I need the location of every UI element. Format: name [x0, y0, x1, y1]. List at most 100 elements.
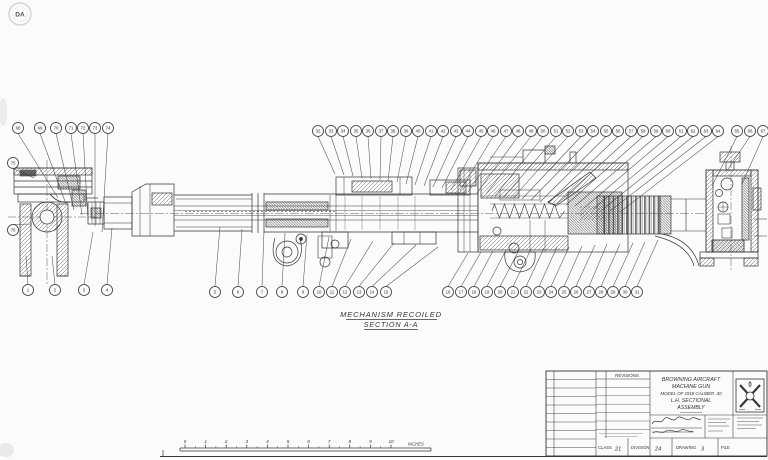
- title-line: MODEL OF 1918 CALIBER .30: [660, 391, 722, 396]
- ruler-number: 4: [266, 439, 269, 444]
- part-callout-number: 67: [761, 129, 766, 134]
- section-caption-line1: MECHANISM RECOILED: [340, 310, 442, 319]
- ruler-number: 5: [287, 439, 290, 444]
- callout-leader: [367, 136, 372, 180]
- part-callout-number: 72: [81, 126, 86, 131]
- part-callout-number: 14: [370, 290, 375, 295]
- part-callout-number: 9: [302, 290, 305, 295]
- part-callout-balloon: [558, 286, 570, 298]
- callout-leader: [636, 239, 659, 287]
- part-callout-number: 62: [691, 129, 696, 134]
- callout-leader: [711, 136, 738, 187]
- callout-leader: [556, 136, 632, 205]
- part-callout-balloon: [525, 125, 537, 137]
- scan-smudge: [0, 443, 14, 457]
- part-callout-number: 47: [504, 129, 509, 134]
- callout-leader: [396, 136, 407, 183]
- callout-leader: [317, 136, 336, 175]
- part-callout-balloon: [34, 122, 46, 134]
- part-callout-number: 30: [623, 290, 628, 295]
- callout-leader: [405, 136, 419, 185]
- callout-leader: [371, 244, 417, 287]
- field-label: DRAWING: [676, 445, 696, 450]
- part-callout-number: 32: [316, 129, 321, 134]
- part-callout-number: 7: [261, 290, 264, 295]
- part-callout-number: 3: [83, 288, 86, 293]
- part-callout-balloon: [12, 122, 24, 134]
- part-callout-balloon: [587, 125, 599, 137]
- callout-leader: [725, 136, 751, 173]
- part-callout-number: 44: [466, 129, 471, 134]
- part-callout-number: 37: [379, 129, 384, 134]
- part-callout-balloon: [520, 286, 532, 298]
- sheet-border: [160, 450, 767, 457]
- part-callout-number: 42: [441, 129, 446, 134]
- part-callout-balloon: [102, 122, 114, 134]
- callout-leader: [588, 243, 608, 287]
- part-callout-balloon: [712, 125, 724, 137]
- callout-leader: [503, 136, 557, 198]
- part-callout-balloon: [550, 125, 562, 137]
- callout-leader: [379, 136, 382, 181]
- part-callout-balloon: [607, 286, 619, 298]
- callout-leader: [609, 136, 707, 212]
- part-callout-balloon: [65, 122, 77, 134]
- part-callout-balloon: [570, 286, 582, 298]
- part-callout-balloon: [468, 286, 480, 298]
- callout-leader: [214, 226, 221, 287]
- part-callout-balloon: [400, 125, 412, 137]
- part-callout-balloon: [662, 125, 674, 137]
- part-callout-number: 69: [38, 126, 43, 131]
- callout-leader: [547, 136, 619, 204]
- part-callout-number: 51: [554, 129, 559, 134]
- part-callout-number: 53: [579, 129, 584, 134]
- field-value: 3: [701, 447, 705, 453]
- part-callout-balloon: [437, 125, 449, 137]
- callout-leader: [358, 242, 395, 287]
- callout-leader: [450, 136, 482, 191]
- part-callout-balloon: [49, 284, 61, 296]
- part-callout-balloon: [475, 125, 487, 137]
- callout-leader: [512, 136, 569, 199]
- field-row: CLASS 21 DIVISION 24 DRAWING 3 FILE: [598, 445, 730, 453]
- callout-leader: [432, 136, 457, 188]
- part-callout-balloon: [362, 125, 374, 137]
- ruler-number: 2: [224, 439, 228, 444]
- part-callout-number: 57: [629, 129, 634, 134]
- part-callout-balloon: [337, 125, 349, 137]
- part-callout-number: 21: [511, 290, 516, 295]
- part-callout-number: 34: [341, 129, 346, 134]
- part-callout-balloon: [537, 125, 549, 137]
- part-callout-balloon: [297, 286, 309, 298]
- callout-leader: [592, 136, 682, 210]
- title-line: MACHINE GUN: [672, 384, 710, 390]
- part-callout-balloon: [256, 286, 268, 298]
- part-callout-balloon: [487, 125, 499, 137]
- part-callout-number: 29: [611, 290, 616, 295]
- part-callout-balloon: [583, 286, 595, 298]
- callout-leader: [342, 136, 354, 177]
- part-callout-balloon: [313, 286, 325, 298]
- ruler-number: 8: [349, 439, 352, 444]
- watermark-stamp-icon: DA: [8, 2, 32, 26]
- part-callout-number: 18: [472, 290, 477, 295]
- part-callout-balloon: [7, 224, 19, 236]
- callout-leader: [563, 245, 583, 287]
- part-callout-number: 2: [54, 288, 57, 293]
- part-callout-number: 27: [587, 290, 592, 295]
- part-callout-balloon: [276, 286, 288, 298]
- callout-leader: [441, 136, 469, 189]
- callout-leader: [473, 250, 494, 287]
- part-callout-balloon: [545, 286, 557, 298]
- part-callout-balloon: [731, 125, 743, 137]
- part-callout-number: 17: [459, 290, 464, 295]
- callout-leader: [237, 228, 243, 287]
- callout-leader: [318, 236, 330, 287]
- rear-end-view: [699, 151, 767, 267]
- part-callout-balloon: [631, 286, 643, 298]
- callout-leader: [330, 136, 345, 176]
- part-callout-balloon: [89, 122, 101, 134]
- scan-smudge: [0, 98, 7, 126]
- part-callout-number: 5: [214, 290, 217, 295]
